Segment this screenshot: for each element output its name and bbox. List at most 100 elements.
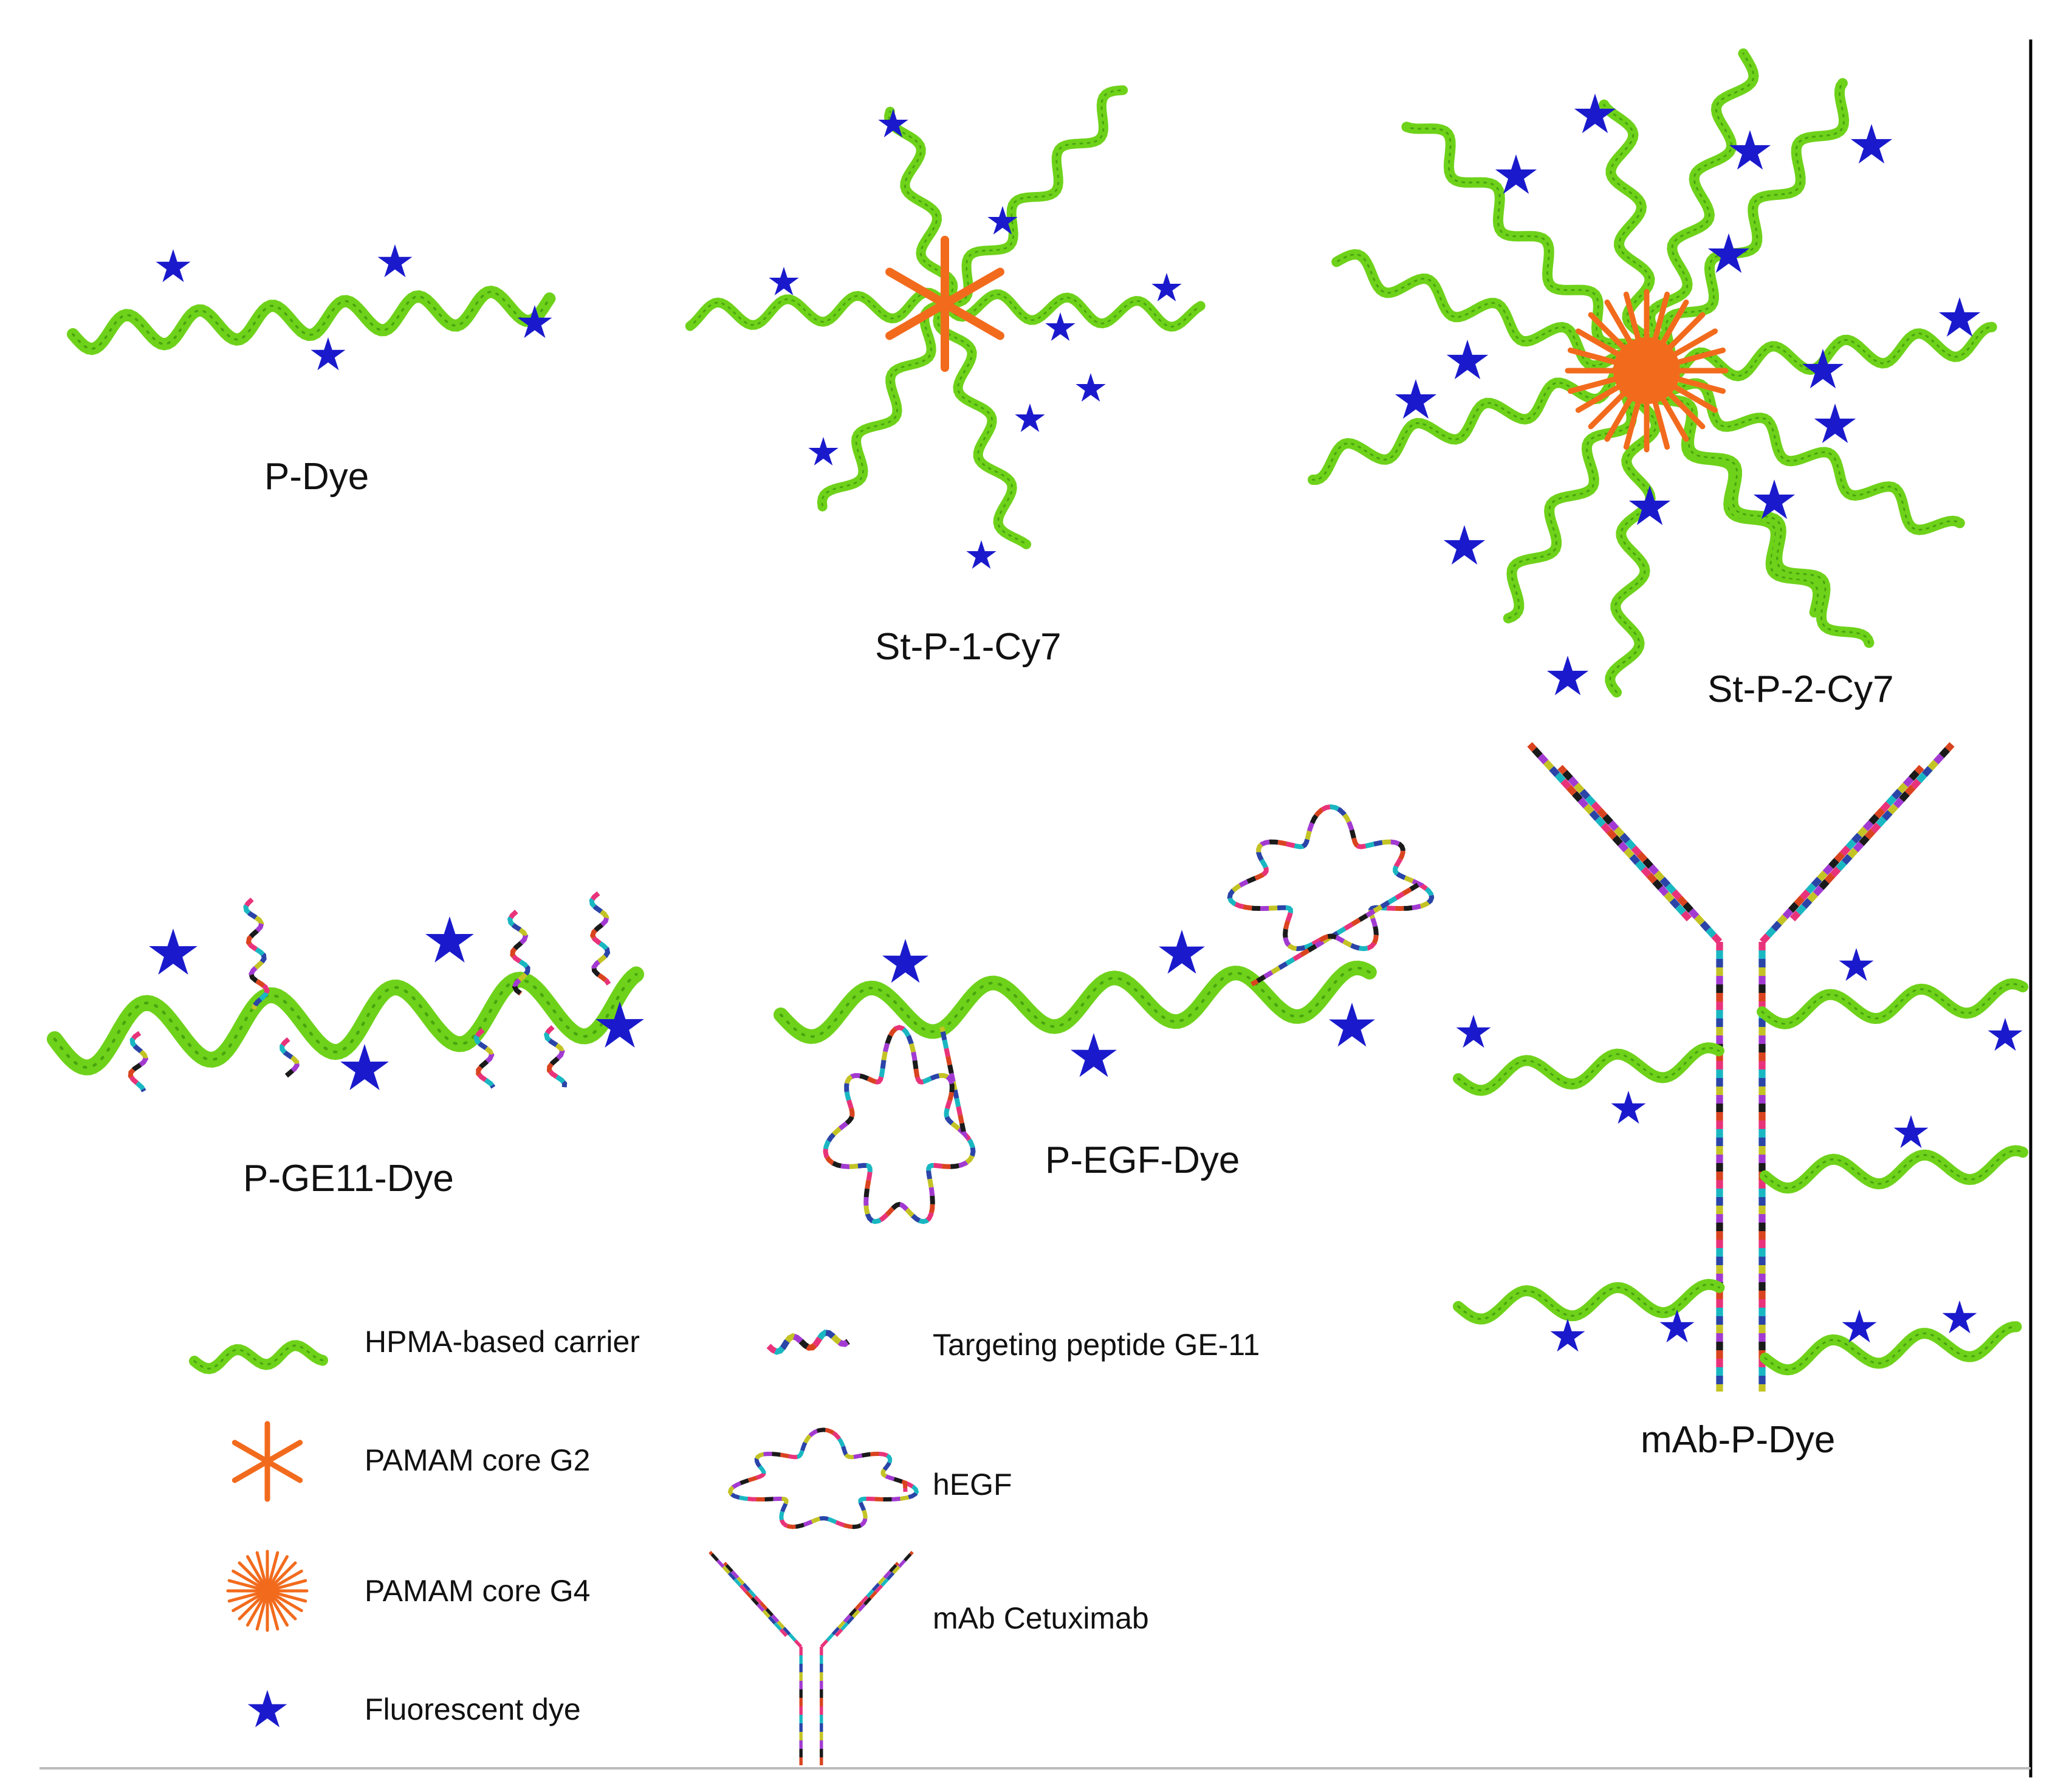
peptide-segment <box>280 1037 300 1078</box>
peptide-segment <box>766 1329 850 1355</box>
carrier-strand <box>1641 78 1850 376</box>
st-p-2-arm <box>1639 365 1875 648</box>
carrier-strand <box>1331 249 1652 376</box>
antibody-light-chain <box>708 1551 788 1637</box>
diagram-shapes <box>47 48 2029 1765</box>
carrier-texture <box>1764 1149 2024 1189</box>
antibody-arm <box>1557 764 1723 944</box>
hegf-coil <box>1227 804 1435 987</box>
fluorescent-dye-icon <box>1495 154 1537 194</box>
peptide-segment <box>823 1025 976 1224</box>
peptide-segment <box>507 910 530 996</box>
peptide-segment <box>128 1031 149 1093</box>
fluorescent-dye-icon <box>1329 1003 1375 1047</box>
peptide-segment <box>834 1551 914 1637</box>
core-arm <box>885 267 949 308</box>
core-arm <box>232 1458 270 1483</box>
fluorescent-dye-icon <box>1395 379 1437 419</box>
peptide-segment <box>1557 764 1723 944</box>
antibody-light-chain <box>1527 742 1692 922</box>
peptide-segment <box>708 1551 788 1637</box>
carrier-strand <box>189 1340 328 1375</box>
st-p-1-arm <box>685 287 950 331</box>
fluorescent-dye-icon <box>878 109 908 137</box>
ge11-peptide <box>544 1025 568 1088</box>
fluorescent-dye-icon <box>966 540 997 569</box>
peptide-segment <box>128 1031 149 1093</box>
core-arm <box>885 300 949 340</box>
st-p-1-arm <box>884 106 958 309</box>
antibody-light-chain <box>1789 742 1955 922</box>
core-center <box>258 1581 277 1601</box>
peptide-segment <box>834 1551 914 1637</box>
carrier-texture <box>1405 126 1648 372</box>
fluorescent-dye-icon <box>1159 930 1205 974</box>
peptide-segment <box>1759 764 1924 944</box>
carrier-strand <box>1760 1321 2022 1376</box>
carrier-texture <box>1645 52 1755 372</box>
fluorescent-dye-icon <box>340 1044 389 1090</box>
legend-pamam-g4-label: PAMAM core G4 <box>365 1574 590 1608</box>
carrier-strand <box>940 289 1206 332</box>
fluorescent-dye-icon <box>882 939 928 983</box>
pamam-core-g4-icon <box>226 1550 309 1632</box>
fluorescent-dye-icon <box>1814 403 1856 444</box>
ge11-peptide <box>507 910 530 996</box>
legend-pamam-g2-label: PAMAM core G2 <box>365 1443 590 1477</box>
fluorescent-dye-icon <box>987 206 1018 235</box>
peptide-segment <box>1527 742 1692 922</box>
fluorescent-dye-icon <box>808 437 839 465</box>
peptide-segment <box>823 1025 976 1224</box>
peptide-segment <box>544 1025 568 1088</box>
fluorescent-dye-icon <box>1938 297 1981 337</box>
peptide-segment <box>1557 764 1723 944</box>
peptide-segment <box>128 1031 149 1093</box>
fluorescent-dye-icon <box>1611 1091 1646 1124</box>
carrier-strand <box>1453 1279 1725 1325</box>
peptide-segment <box>723 1562 803 1648</box>
peptide-segment <box>544 1025 568 1088</box>
carrier-texture <box>1645 82 1845 372</box>
core-arm <box>264 1458 303 1483</box>
peptide-segment <box>1227 804 1435 987</box>
fluorescent-dye-icon <box>1045 312 1076 341</box>
fluorescent-dye-icon <box>1456 1015 1491 1048</box>
ge11-peptide <box>473 1028 496 1089</box>
core-arm <box>941 267 1004 308</box>
peptide-segment <box>1527 742 1692 922</box>
fluorescent-dye-icon <box>1628 486 1671 526</box>
peptide-segment <box>1227 804 1435 987</box>
peptide-segment <box>589 891 611 986</box>
carrier-texture <box>1507 369 1648 619</box>
carrier-texture <box>888 111 954 305</box>
carrier-strand <box>47 966 645 1076</box>
ge11-peptide <box>589 891 611 986</box>
mab-attached-carrier <box>1760 1321 2022 1376</box>
peptide-segment <box>1789 742 1955 922</box>
st-p-2-arm <box>1641 78 1850 376</box>
peptide-segment <box>243 898 270 1010</box>
st-p-2-arm <box>1401 122 1653 376</box>
label-mab-p-dye: mAb-P-Dye <box>1641 1419 1835 1461</box>
fluorescent-dye-icon <box>247 1690 287 1728</box>
carrier-texture <box>936 303 1028 546</box>
carrier-strand <box>67 285 556 355</box>
carrier-texture <box>1609 369 1657 693</box>
mab-attached-carrier <box>1760 1145 2029 1194</box>
label-p-dye: P-Dye <box>264 456 369 498</box>
peptide-segment <box>723 1562 803 1648</box>
fluorescent-dye-icon <box>1729 130 1771 170</box>
pamam-core-g2-icon <box>885 236 1004 372</box>
fluorescent-dye-icon <box>1659 1310 1695 1343</box>
fluorescent-dye-icon <box>1446 340 1489 380</box>
peptide-segment <box>727 1427 919 1529</box>
mab-attached-carrier <box>1453 1042 1724 1096</box>
legend-ge11-label: Targeting peptide GE-11 <box>933 1328 1260 1362</box>
pamam-core-g2-icon <box>232 1421 303 1502</box>
peptide-segment <box>1557 764 1723 944</box>
fluorescent-dye-icon <box>149 929 197 975</box>
antibody-light-chain <box>834 1551 914 1637</box>
st-p-1-arm <box>940 85 1128 309</box>
fluorescent-dye-icon <box>1151 273 1182 301</box>
peptide-segment <box>820 1562 899 1648</box>
